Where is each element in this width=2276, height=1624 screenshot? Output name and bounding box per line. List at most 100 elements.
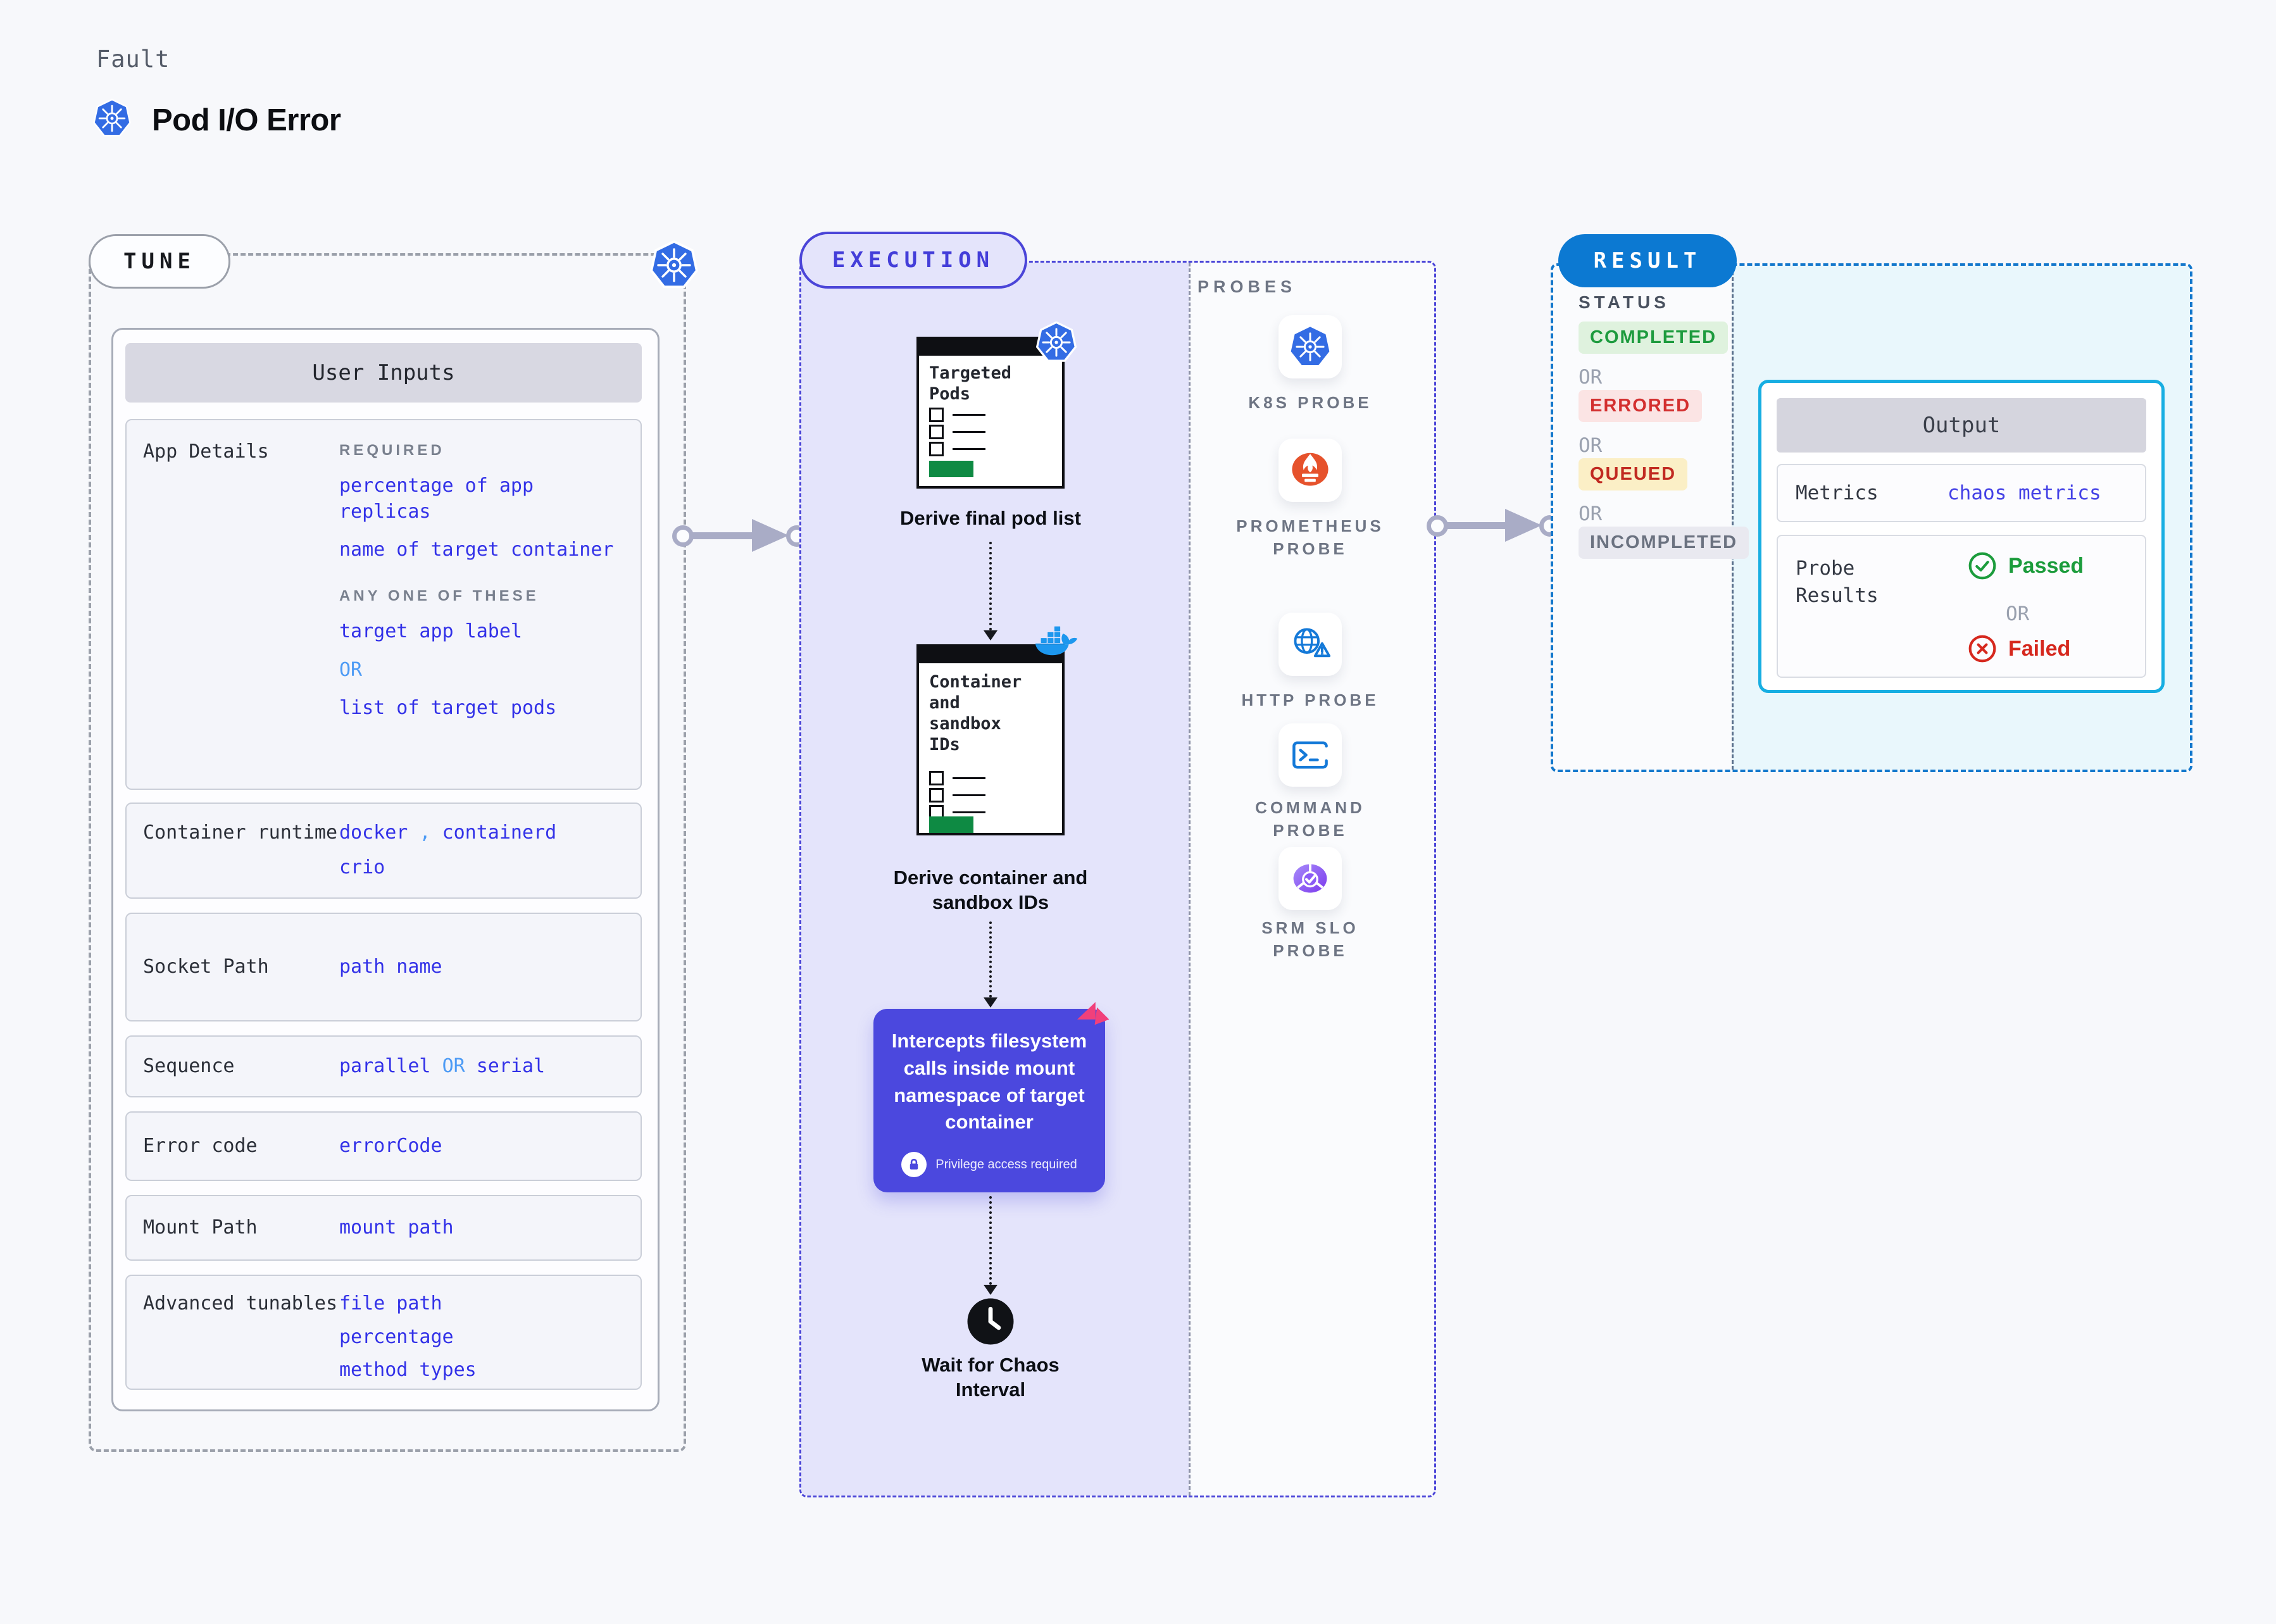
probe-label: COMMAND PROBE	[1255, 798, 1365, 840]
execution-section-badge: EXECUTION	[799, 232, 1027, 289]
probe-label: HTTP PROBE	[1241, 690, 1379, 709]
tune-section-frame	[89, 253, 686, 1452]
step-caption: Derive final pod list	[900, 507, 1081, 529]
row-label: Socket Path	[143, 955, 269, 978]
passed-row: Passed	[1968, 551, 2084, 580]
targeted-pods-card: Targeted Pods	[916, 337, 1065, 489]
or-label: OR	[1579, 434, 1603, 457]
checkbox-list-item	[929, 408, 985, 422]
privilege-badge: Privilege access required	[935, 1157, 1077, 1171]
input-value: mount path	[339, 1216, 454, 1239]
passed-label: Passed	[2008, 553, 2084, 578]
intercept-text: Intercepts filesystem calls inside mount…	[891, 1030, 1087, 1134]
slo-donut-check-icon	[1293, 864, 1327, 893]
probe-results-row: Probe Results Passed OR Failed	[1777, 535, 2146, 678]
required-heading: REQUIRED	[339, 442, 445, 459]
status-errored: ERRORED	[1579, 390, 1703, 422]
user-inputs-header: User Inputs	[125, 343, 642, 403]
terminal-icon	[1292, 741, 1328, 769]
execution-to-result-arrow	[1427, 509, 1561, 542]
row-label: App Details	[143, 440, 269, 463]
row-label: Advanced tunables	[143, 1292, 338, 1315]
row-label: Sequence	[143, 1054, 235, 1077]
intercept-info-box: Intercepts filesystem calls inside mount…	[873, 1009, 1105, 1192]
check-circle-icon	[1968, 552, 1996, 580]
row-container-runtime: Container runtime docker , containerd cr…	[125, 803, 642, 899]
clock-icon	[966, 1297, 1015, 1346]
input-value: method types	[339, 1359, 477, 1381]
step-caption: Derive container and sandbox IDs	[893, 866, 1088, 913]
or-label: OR	[2006, 603, 2030, 625]
or-label: OR	[339, 658, 363, 681]
flow-connector	[989, 1196, 992, 1285]
input-value: docker	[339, 821, 408, 844]
output-card: Output Metrics chaos metrics Probe Resul…	[1758, 380, 2165, 693]
fault-eyebrow: Fault	[96, 46, 170, 73]
input-value: containerd	[442, 821, 557, 844]
flow-connector	[989, 921, 992, 997]
or-label: OR	[1579, 503, 1603, 525]
failed-row: Failed	[1968, 634, 2070, 663]
page-title: Pod I/O Error	[152, 103, 341, 137]
arrow-down-icon	[984, 997, 997, 1008]
any-one-heading: ANY ONE OF THESE	[339, 587, 539, 604]
metrics-label: Metrics	[1796, 482, 1879, 504]
input-value: crio	[339, 856, 385, 878]
row-error-code: Error code errorCode	[125, 1111, 642, 1181]
kubernetes-icon	[649, 240, 699, 290]
prometheus-icon	[1292, 453, 1329, 486]
probes-divider	[1189, 263, 1191, 1496]
row-socket-path: Socket Path path name	[125, 913, 642, 1021]
execution-badge-label: EXECUTION	[832, 247, 995, 273]
prometheus-probe-card	[1279, 439, 1342, 502]
tune-badge-label: TUNE	[123, 249, 196, 274]
checkbox-list-item	[929, 442, 985, 456]
status-completed: COMPLETED	[1579, 322, 1729, 354]
k8s-probe-card	[1279, 315, 1342, 378]
input-value: parallel	[339, 1054, 431, 1077]
status-badge: INCOMPLETED	[1579, 527, 1749, 559]
status-incompleted: INCOMPLETED	[1579, 527, 1749, 559]
probe-label: K8S PROBE	[1248, 393, 1372, 412]
result-badge-label: RESULT	[1593, 248, 1702, 273]
kubernetes-icon	[92, 98, 132, 138]
row-sequence: Sequence parallel OR serial	[125, 1035, 642, 1097]
kubernetes-icon	[1035, 321, 1077, 363]
user-inputs-title: User Inputs	[312, 360, 455, 385]
probe-label: PROMETHEUS PROBE	[1236, 516, 1384, 559]
input-value: percentage of app replicas	[339, 475, 534, 523]
http-globe-warning-icon	[1294, 628, 1331, 658]
input-value: name of target container	[339, 539, 614, 561]
flow-connector	[989, 542, 992, 630]
input-value: list of target pods	[339, 697, 557, 720]
or-label: OR	[1579, 366, 1603, 389]
checkbox-list-item	[929, 771, 985, 785]
arrow-down-icon	[984, 630, 997, 640]
row-advanced-tunables: Advanced tunables file path percentage m…	[125, 1275, 642, 1390]
http-probe-card	[1279, 613, 1342, 676]
srm-slo-probe-card	[1279, 847, 1342, 910]
row-label: Container runtime	[143, 821, 338, 844]
or-label: OR	[442, 1054, 465, 1077]
input-value: file path	[339, 1292, 442, 1315]
status-badge: COMPLETED	[1579, 322, 1729, 354]
result-section-badge: RESULT	[1558, 234, 1737, 287]
green-button	[929, 461, 973, 477]
green-button	[929, 816, 973, 833]
row-label: Mount Path	[143, 1216, 258, 1239]
probe-label: SRM SLO PROBE	[1261, 918, 1359, 961]
output-header: Output	[1777, 398, 2146, 453]
input-value: serial	[476, 1054, 546, 1077]
row-mount-path: Mount Path mount path	[125, 1195, 642, 1261]
container-sandbox-card: Container and sandbox IDs	[916, 644, 1065, 835]
row-label: Error code	[143, 1134, 258, 1157]
kubernetes-icon	[1291, 327, 1330, 366]
row-app-details: App Details REQUIRED percentage of app r…	[125, 419, 642, 790]
tune-to-execution-arrow	[672, 519, 808, 552]
input-value: target app label	[339, 620, 522, 643]
lock-icon	[901, 1152, 927, 1177]
arrow-down-icon	[984, 1285, 997, 1295]
command-probe-card	[1279, 723, 1342, 787]
output-title: Output	[1922, 413, 2001, 438]
